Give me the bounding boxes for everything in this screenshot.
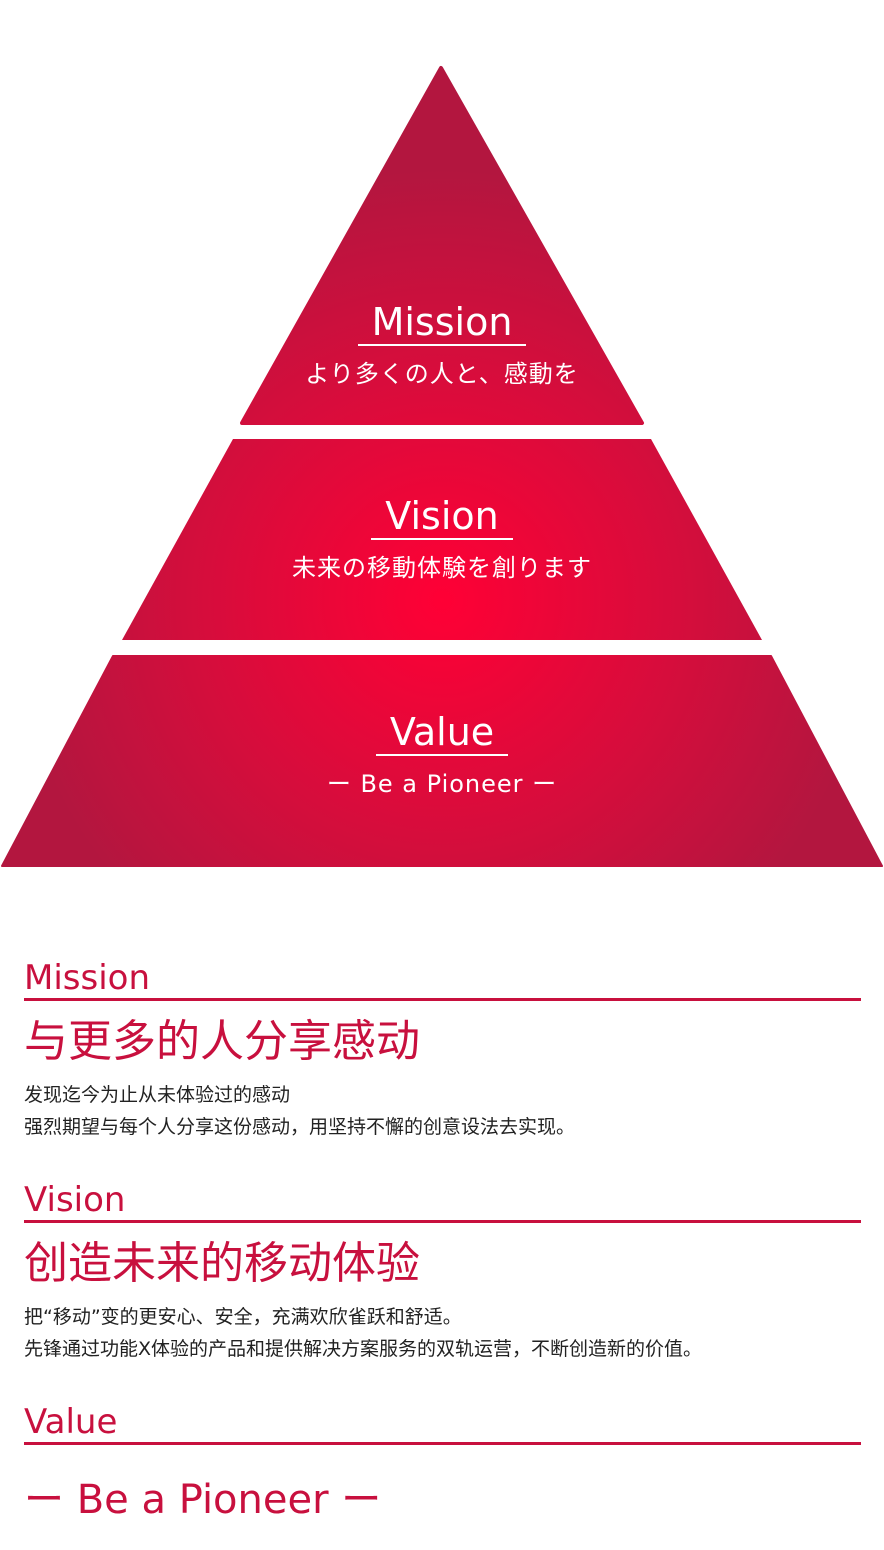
mission-label: Mission より多くの人と、感動を bbox=[0, 300, 884, 389]
value-heading: Value bbox=[24, 1402, 861, 1445]
value-label: Value ー Be a Pioneer ー bbox=[0, 710, 884, 799]
text-line: 把“移动”变的更安心、安全，充满欢欣雀跃和舒适。 bbox=[24, 1306, 462, 1328]
pyramid-tier-mission bbox=[240, 66, 644, 425]
mission-heading: Mission bbox=[24, 958, 861, 1001]
vision-title: Vision bbox=[371, 494, 513, 540]
vision-subtitle: 未来の移動体験を創ります bbox=[292, 554, 592, 582]
mission-title: Mission bbox=[357, 300, 527, 346]
mission-section: Mission 与更多的人分享感动 发现迄今为止从未体验过的感动 强烈期望与每个… bbox=[24, 958, 861, 1143]
vision-section: Vision 创造未来的移动体验 把“移动”变的更安心、安全，充满欢欣雀跃和舒适… bbox=[24, 1180, 861, 1365]
mission-subtitle: より多くの人と、感動を bbox=[305, 360, 579, 388]
pyramid-tier-value bbox=[1, 655, 883, 867]
mission-headline: 与更多的人分享感动 bbox=[24, 1016, 420, 1067]
mission-description: 发现迄今为止从未体验过的感动 强烈期望与每个人分享这份感动，用坚持不懈的创意设法… bbox=[24, 1079, 861, 1143]
vision-headline: 创造未来的移动体验 bbox=[24, 1238, 420, 1289]
vision-heading: Vision bbox=[24, 1180, 861, 1223]
text-line: 发现迄今为止从未体验过的感动 bbox=[24, 1084, 291, 1106]
value-headline: ー Be a Pioneer ー bbox=[24, 1477, 382, 1523]
text-line: 强烈期望与每个人分享这份感动，用坚持不懈的创意设法去实现。 bbox=[24, 1116, 576, 1138]
vision-description: 把“移动”变的更安心、安全，充满欢欣雀跃和舒适。 先锋通过功能X体验的产品和提供… bbox=[24, 1301, 861, 1365]
value-title: Value bbox=[375, 710, 509, 756]
vision-label: Vision 未来の移動体験を創ります bbox=[0, 494, 884, 583]
text-line: 先锋通过功能X体验的产品和提供解决方案服务的双轨运营，不断创造新的价值。 bbox=[24, 1338, 703, 1360]
value-subtitle: ー Be a Pioneer ー bbox=[326, 770, 558, 798]
value-section: Value ー Be a Pioneer ー bbox=[24, 1402, 861, 1525]
